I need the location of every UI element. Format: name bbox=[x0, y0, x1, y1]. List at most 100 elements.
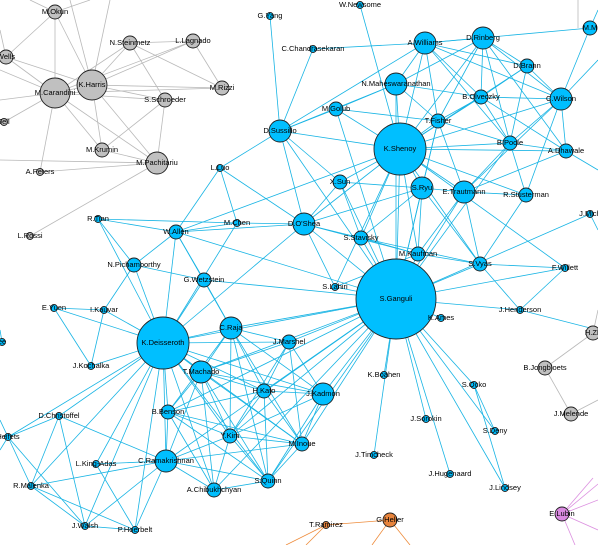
node-kim[interactable]: Y.Kim bbox=[220, 428, 240, 444]
node-chandrasekaran[interactable]: C.Chandrasekaran bbox=[282, 44, 345, 53]
node-circle-rossi[interactable] bbox=[26, 232, 34, 240]
node-circle-jell[interactable] bbox=[0, 118, 8, 126]
node-kochalka[interactable]: J.Kochalka bbox=[73, 361, 111, 370]
node-circle-walsh[interactable] bbox=[81, 522, 89, 530]
node-circle-malenka[interactable] bbox=[27, 482, 35, 490]
node-circle-stusterman[interactable] bbox=[518, 187, 534, 203]
node-circle-inoue[interactable] bbox=[294, 436, 310, 452]
node-sussillo[interactable]: D.Sussillo bbox=[263, 119, 297, 143]
node-circle-ee[interactable] bbox=[0, 338, 6, 346]
node-krumin[interactable]: M.Krumin bbox=[86, 142, 118, 158]
node-inoue[interactable]: M.Inoue bbox=[288, 436, 316, 452]
node-circle-ramakrishnan[interactable] bbox=[154, 449, 178, 473]
node-tian[interactable]: R.Tian bbox=[87, 214, 109, 223]
node-circle-newsome[interactable] bbox=[356, 1, 364, 9]
node-hugenaard[interactable]: J.Hugenaard bbox=[429, 469, 472, 478]
node-circle-krumin[interactable] bbox=[94, 142, 110, 158]
node-okun[interactable]: M.Okun bbox=[42, 4, 68, 20]
node-circle-carandini[interactable] bbox=[39, 77, 71, 109]
node-circle-boahen[interactable] bbox=[380, 371, 388, 379]
node-christoffel[interactable]: D.Christoffel bbox=[38, 411, 79, 420]
node-poole[interactable]: B.Poole bbox=[497, 135, 523, 151]
node-jongbloets[interactable]: B.Jongbloets bbox=[523, 360, 567, 376]
node-circle-lahiri[interactable] bbox=[331, 283, 339, 291]
node-boahen[interactable]: K.Boahen bbox=[368, 370, 401, 379]
node-circle-golub[interactable] bbox=[328, 101, 344, 117]
node-circle-kauvar[interactable] bbox=[100, 306, 108, 314]
node-circle-sorokin[interactable] bbox=[422, 415, 430, 423]
node-circle-lagnado[interactable] bbox=[185, 33, 201, 49]
node-circle-jmich[interactable] bbox=[586, 210, 594, 218]
node-circle-williams[interactable] bbox=[413, 31, 437, 55]
node-circle-rizzi[interactable] bbox=[214, 80, 230, 96]
node-lubin[interactable]: E.Lubin bbox=[549, 506, 575, 522]
node-ganguli[interactable]: S.Ganguli bbox=[355, 258, 437, 340]
node-circle-chibukhchyan[interactable] bbox=[206, 482, 222, 498]
node-malenka[interactable]: R.Malenka bbox=[13, 481, 50, 490]
node-circle-mchen[interactable] bbox=[233, 219, 241, 227]
node-circle-shenoy[interactable] bbox=[373, 122, 427, 176]
node-walsh[interactable]: J.Walsh bbox=[72, 521, 98, 530]
node-circle-deny[interactable] bbox=[491, 427, 499, 435]
node-circle-hoerbelt[interactable] bbox=[131, 526, 139, 534]
node-circle-trautmann[interactable] bbox=[452, 180, 476, 204]
node-circle-lindsey[interactable] bbox=[501, 484, 509, 492]
node-lindsey[interactable]: J.Lindsey bbox=[489, 483, 521, 492]
node-circle-schroeder[interactable] bbox=[157, 92, 173, 108]
node-circle-malende[interactable] bbox=[563, 406, 579, 422]
node-circle-sun[interactable] bbox=[332, 174, 348, 190]
node-circle-stavisky[interactable] bbox=[353, 230, 369, 246]
node-circle-olveczky[interactable] bbox=[473, 89, 489, 105]
node-circle-willett[interactable] bbox=[561, 264, 569, 272]
node-circle-rinberg[interactable] bbox=[471, 26, 495, 50]
node-jell[interactable]: Jell bbox=[0, 117, 10, 126]
node-kaufman[interactable]: M.Kaufman bbox=[399, 246, 437, 262]
node-sun[interactable]: X.Sun bbox=[330, 174, 350, 190]
node-circle-okun[interactable] bbox=[47, 4, 63, 20]
node-circle-kato[interactable] bbox=[256, 383, 272, 399]
node-ramirez[interactable]: T.Ramirez bbox=[309, 520, 343, 529]
node-circle-sussillo[interactable] bbox=[268, 119, 292, 143]
node-circle-christoffel[interactable] bbox=[55, 412, 63, 420]
node-circle-steinmetz[interactable] bbox=[122, 35, 138, 51]
node-wilson[interactable]: C.Wilson bbox=[546, 87, 576, 111]
node-circle-quinn[interactable] bbox=[260, 473, 276, 489]
node-ee[interactable]: ee bbox=[0, 337, 6, 346]
node-circle-machado[interactable] bbox=[189, 360, 213, 384]
node-circle-jongbloets[interactable] bbox=[537, 360, 553, 376]
node-circle-chandrasekaran[interactable] bbox=[309, 45, 317, 53]
node-circle-ocko[interactable] bbox=[470, 381, 478, 389]
node-circle-dhawale[interactable] bbox=[558, 143, 574, 159]
node-heller[interactable]: G.Heller bbox=[376, 512, 404, 528]
node-circle-hugenaard[interactable] bbox=[446, 470, 454, 478]
node-harris[interactable]: K.Harris bbox=[76, 69, 108, 101]
node-circle-lubin[interactable] bbox=[554, 506, 570, 522]
node-rossi[interactable]: L.Rossi bbox=[17, 231, 42, 240]
node-maheswaranathan[interactable]: N.Maheswaranathan bbox=[361, 72, 431, 96]
node-circle-henderson[interactable] bbox=[516, 306, 524, 314]
node-pichamoorthy[interactable]: N.Pichamoorthy bbox=[107, 257, 161, 273]
node-circle-ganguli[interactable] bbox=[355, 258, 437, 340]
node-hoerbelt[interactable]: P.Hoerbelt bbox=[118, 525, 153, 534]
node-mcorner[interactable]: M.M bbox=[582, 20, 598, 36]
node-circle-luo[interactable] bbox=[216, 164, 224, 172]
node-circle-oshea[interactable] bbox=[292, 212, 316, 236]
node-chibukhchyan[interactable]: A.Chibukhchyan bbox=[187, 482, 242, 498]
node-benson[interactable]: B.Benson bbox=[152, 404, 185, 420]
node-circle-yuen[interactable] bbox=[50, 304, 58, 312]
node-circle-maheswaranathan[interactable] bbox=[384, 72, 408, 96]
node-malende[interactable]: J.Melende bbox=[554, 406, 589, 422]
node-circle-hzh[interactable] bbox=[585, 325, 598, 341]
node-circle-kadmon[interactable] bbox=[311, 382, 335, 406]
node-circle-poole[interactable] bbox=[502, 135, 518, 151]
node-shenoy[interactable]: K.Shenoy bbox=[373, 122, 427, 176]
node-circle-kingadas[interactable] bbox=[92, 460, 100, 468]
node-sorokin[interactable]: J.Sorokin bbox=[410, 414, 441, 423]
node-circle-marshel[interactable] bbox=[281, 334, 297, 350]
node-circle-benson[interactable] bbox=[160, 404, 176, 420]
node-circle-raja[interactable] bbox=[219, 316, 243, 340]
node-timcheck[interactable]: J.Timcheck bbox=[355, 450, 393, 459]
node-brann[interactable]: D.Brann bbox=[513, 58, 541, 74]
node-circle-timcheck[interactable] bbox=[370, 451, 378, 459]
node-yang[interactable]: G.Yang bbox=[258, 11, 283, 20]
